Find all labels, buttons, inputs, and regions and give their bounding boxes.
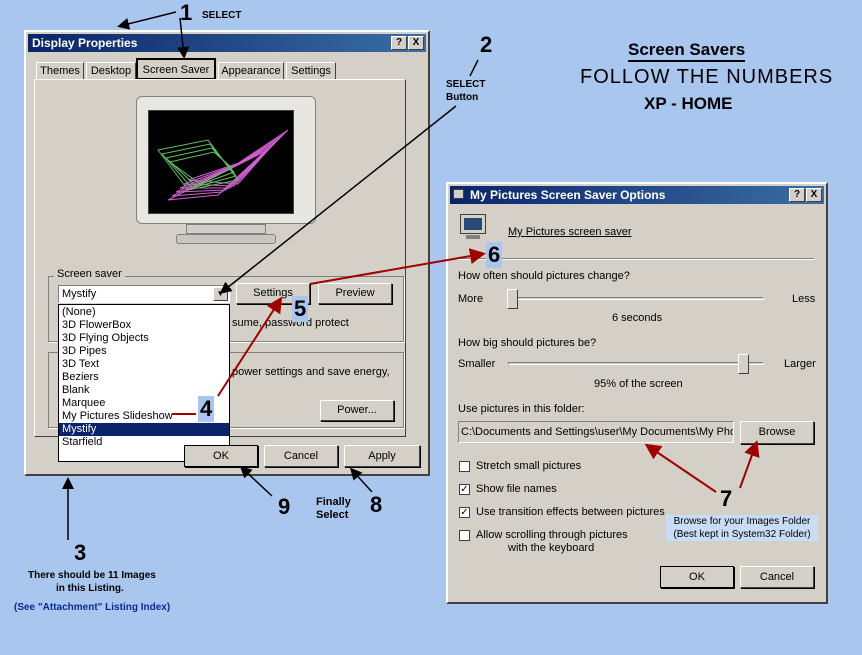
- chevron-down-icon[interactable]: ▼: [213, 287, 228, 301]
- list-item[interactable]: My Pictures Slideshow: [62, 410, 173, 422]
- options-cancel-button[interactable]: Cancel: [740, 566, 814, 588]
- tab-themes[interactable]: Themes: [36, 62, 84, 80]
- step-3-number: 3: [74, 540, 87, 565]
- options-ok-button[interactable]: OK: [660, 566, 734, 588]
- apply-button[interactable]: Apply: [344, 445, 420, 467]
- list-item[interactable]: (None): [62, 306, 96, 318]
- options-title: My Pictures Screen Saver Options: [470, 188, 666, 202]
- power-button[interactable]: Power...: [320, 400, 394, 421]
- display-properties-title: Display Properties: [32, 36, 138, 50]
- options-header-line: [458, 258, 814, 260]
- list-item[interactable]: Beziers: [62, 371, 99, 383]
- step-7-note-2: (Best kept in System32 Folder): [673, 529, 811, 540]
- step-5-number: 5: [292, 296, 309, 322]
- options-window: My Pictures Screen Saver Options ? X: [446, 182, 828, 604]
- step-9-number: 9: [278, 494, 291, 519]
- step-1-select: SELECT: [202, 10, 242, 21]
- step-4-number: 4: [198, 396, 215, 422]
- help-button[interactable]: ?: [391, 36, 407, 50]
- list-item[interactable]: 3D FlowerBox: [62, 319, 132, 331]
- partial-text-password: sume, password protect: [232, 317, 349, 329]
- change-frequency-label: How often should pictures change?: [458, 270, 630, 282]
- percent-readout: 95% of the screen: [594, 378, 683, 390]
- preview-button[interactable]: Preview: [318, 283, 392, 304]
- scrolling-label-2: with the keyboard: [508, 542, 595, 554]
- list-item-selected[interactable]: Mystify: [59, 423, 229, 436]
- list-item[interactable]: 3D Text: [62, 358, 100, 370]
- size-slider-track: [508, 362, 764, 365]
- screen-saver-group-label: Screen saver: [54, 268, 125, 280]
- heading-screen-savers: Screen Savers: [628, 40, 746, 62]
- select-label: Select: [316, 509, 349, 521]
- list-item[interactable]: 3D Flying Objects: [62, 332, 149, 344]
- tab-desktop[interactable]: Desktop: [86, 62, 136, 80]
- tab-screen-saver[interactable]: Screen Saver: [136, 58, 216, 80]
- step-3-note-2: in this Listing.: [56, 583, 124, 594]
- heading-xp-home: XP - HOME: [644, 94, 733, 113]
- picture-size-label: How big should pictures be?: [458, 337, 597, 349]
- step-2-number: 2: [480, 32, 493, 57]
- step-6-number: 6: [486, 242, 503, 268]
- display-properties-titlebar: Display Properties ? X: [28, 34, 426, 52]
- dropdown-value: Mystify: [62, 288, 97, 300]
- stretch-checkbox[interactable]: [459, 461, 470, 472]
- monitor-icon: [453, 189, 464, 199]
- step-7-note: Browse for your Images Folder (Best kept…: [666, 515, 818, 541]
- tab-appearance[interactable]: Appearance: [218, 62, 284, 80]
- size-slider-thumb[interactable]: [738, 354, 749, 374]
- scrolling-label: Allow scrolling through pictures: [476, 529, 628, 541]
- smaller-label: Smaller: [458, 358, 496, 370]
- options-header-label: My Pictures screen saver: [508, 226, 632, 238]
- transition-checkbox[interactable]: ✓: [459, 507, 470, 518]
- list-item[interactable]: 3D Pipes: [62, 345, 107, 357]
- folder-path-field[interactable]: C:\Documents and Settings\user\My Docume…: [458, 421, 734, 443]
- step-8-number: 8: [370, 492, 383, 517]
- heading-follow: FOLLOW THE NUMBERS: [580, 66, 834, 88]
- list-item[interactable]: Starfield: [62, 436, 103, 448]
- frequency-slider-thumb[interactable]: [507, 289, 518, 309]
- step-2-select: SELECT: [446, 79, 486, 90]
- step-2-button: Button: [446, 92, 479, 103]
- seconds-readout: 6 seconds: [612, 312, 663, 324]
- more-label: More: [458, 293, 484, 305]
- show-names-checkbox[interactable]: ✓: [459, 484, 470, 495]
- tab-settings[interactable]: Settings: [286, 62, 336, 80]
- frequency-slider-track: [508, 297, 764, 300]
- list-item[interactable]: Marquee: [62, 397, 106, 409]
- screensaver-monitor-icon: [458, 214, 488, 244]
- ok-button[interactable]: OK: [184, 445, 258, 467]
- screen-saver-list[interactable]: (None) 3D FlowerBox 3D Flying Objects 3D…: [58, 304, 230, 462]
- transition-label: Use transition effects between pictures: [476, 506, 665, 518]
- options-close-button[interactable]: X: [806, 188, 822, 202]
- screen-saver-dropdown[interactable]: Mystify ▼: [58, 285, 230, 303]
- larger-label: Larger: [784, 358, 816, 370]
- partial-text-power: power settings and save energy,: [232, 366, 390, 378]
- step-3-note-1: There should be 11 Images: [28, 570, 156, 581]
- step-3-note-3: (See "Attachment" Listing Index): [14, 602, 171, 613]
- less-label: Less: [792, 293, 816, 305]
- step-1-number: 1: [180, 0, 193, 25]
- cancel-button[interactable]: Cancel: [264, 445, 338, 467]
- folder-label: Use pictures in this folder:: [458, 403, 585, 415]
- step-7-note-1: Browse for your Images Folder: [673, 516, 811, 527]
- show-names-label: Show file names: [476, 483, 557, 495]
- step-7-number: 7: [720, 486, 733, 511]
- browse-button[interactable]: Browse: [740, 421, 814, 444]
- options-titlebar: My Pictures Screen Saver Options ? X: [450, 186, 824, 204]
- close-button[interactable]: X: [408, 36, 424, 50]
- monitor-preview: [136, 96, 316, 246]
- stretch-label: Stretch small pictures: [476, 460, 582, 472]
- mystify-preview-graphic: [157, 129, 289, 201]
- folder-path-value: C:\Documents and Settings\user\My Docume…: [461, 426, 734, 438]
- scrolling-checkbox[interactable]: [459, 530, 470, 541]
- options-help-button[interactable]: ?: [789, 188, 805, 202]
- finally-label: Finally: [316, 496, 351, 508]
- list-item[interactable]: Blank: [62, 384, 90, 396]
